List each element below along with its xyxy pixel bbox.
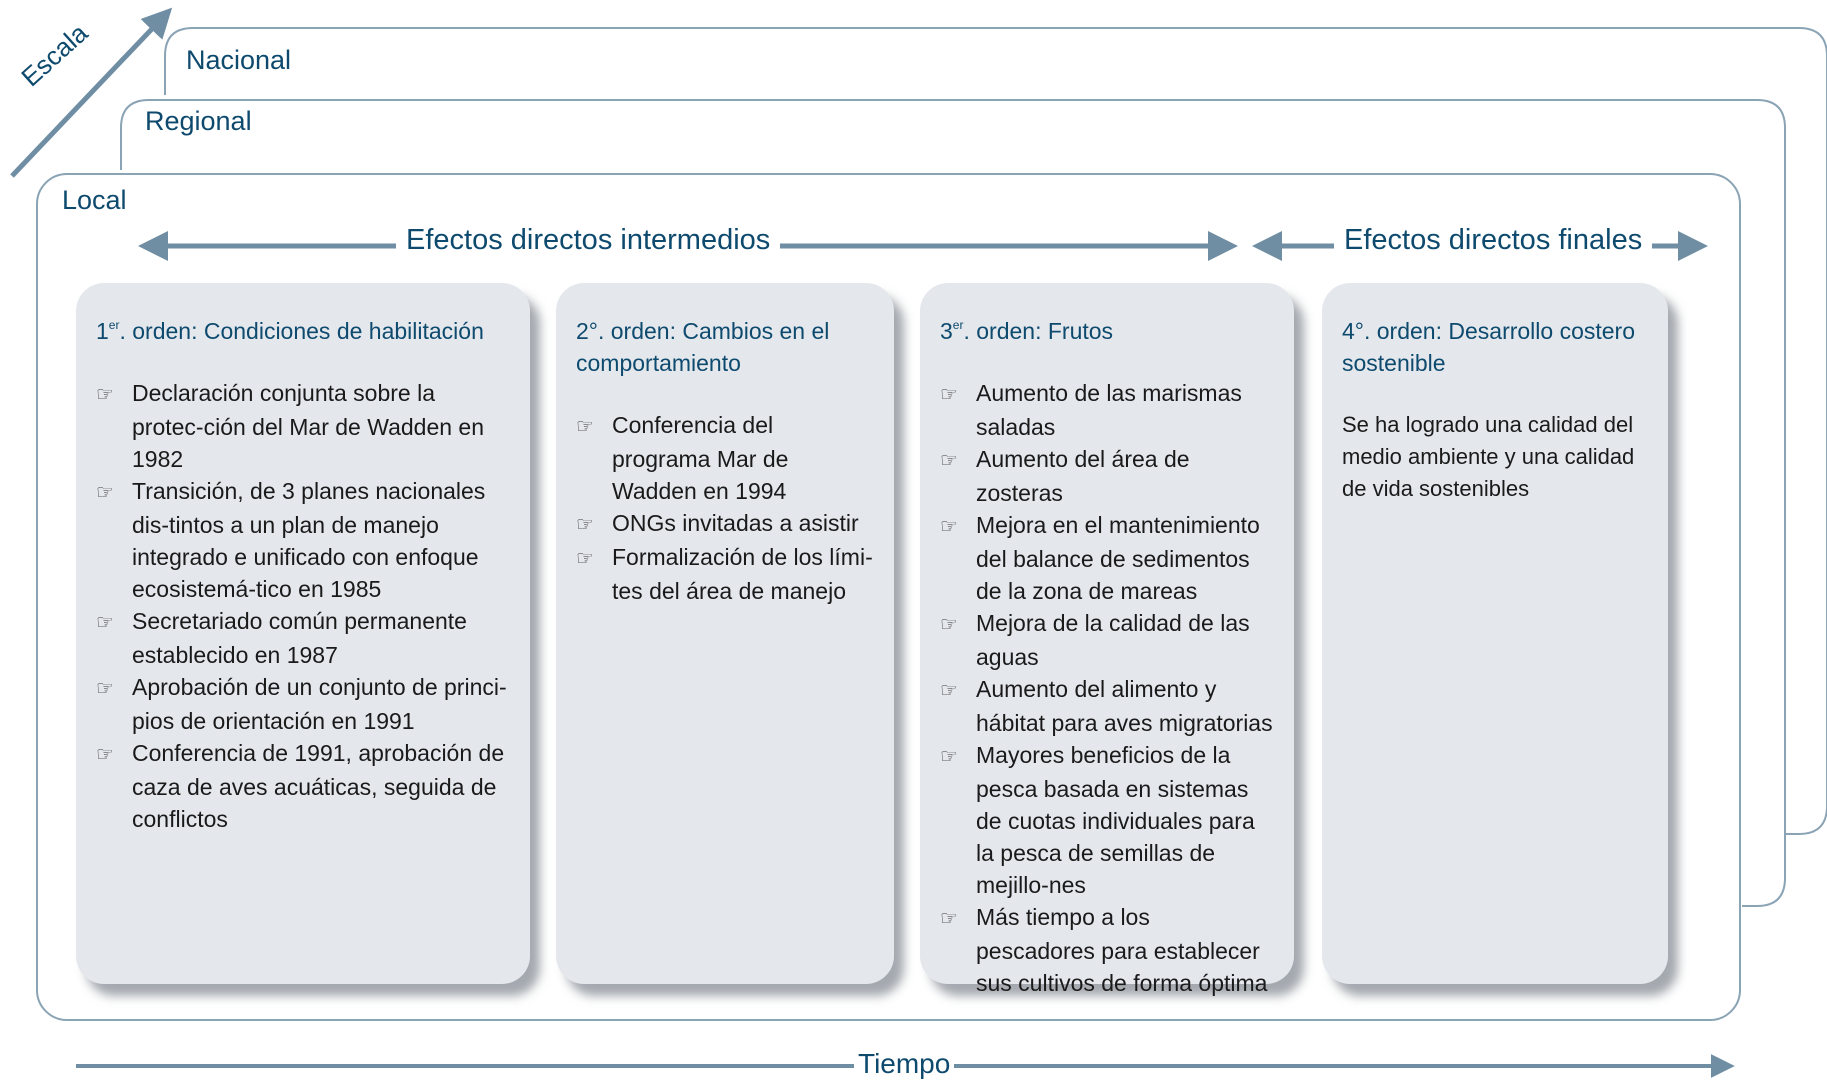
card-title: 2°. orden: Cambios en el comportamiento (576, 315, 874, 379)
pointing-hand-icon: ☞ (940, 516, 958, 538)
title-text: 4°. orden: Desarrollo costero sostenible (1342, 318, 1636, 376)
pointing-hand-icon: ☞ (940, 614, 958, 636)
title-number: 3 (940, 318, 953, 344)
title-superscript: er (108, 318, 120, 332)
pointing-hand-icon: ☞ (576, 548, 594, 570)
pointing-hand-icon: ☞ (96, 612, 114, 634)
list-item: ☞ Aprobación de un conjunto de princi-pio… (96, 671, 510, 737)
order-card-2: 2°. orden: Cambios en el comportamiento … (556, 283, 894, 984)
order-card-4: 4°. orden: Desarrollo costero sostenible… (1322, 283, 1668, 984)
list-item: ☞ Secretariado común permanente estableci… (96, 605, 510, 671)
list-item: ☞ Conferencia de 1991, aprobación de caza… (96, 737, 510, 835)
order-card-3: 3er. orden: Frutos ☞ Aumento de las maris… (920, 283, 1294, 996)
pointing-hand-icon: ☞ (96, 744, 114, 766)
title-superscript: er (952, 318, 964, 332)
final-effects-label: Efectos directos finales (1334, 224, 1653, 257)
list-item: ☞ Conferencia del programa Mar de Wadden … (576, 409, 874, 507)
card-item-list: ☞ Declaración conjunta sobre la protec-ci… (96, 377, 510, 835)
card-item-list: ☞ Conferencia del programa Mar de Wadden … (576, 409, 874, 607)
scale-arrow (10, 7, 173, 178)
list-item-text: Transición, de 3 planes nacionales dis-t… (132, 478, 486, 602)
level-label-local: Local (62, 185, 127, 215)
list-item-text: Formalización de los lími-tes del área d… (612, 544, 873, 604)
pointing-hand-icon: ☞ (940, 384, 958, 406)
level-label-national: Nacional (186, 45, 292, 75)
intermediate-effects-label: Efectos directos intermedios (396, 224, 781, 257)
pointing-hand-icon: ☞ (940, 450, 958, 472)
list-item: ☞ Más tiempo a los pescadores para establ… (940, 901, 1274, 999)
list-item-text: Aumento de las marismas saladas (976, 380, 1242, 440)
pointing-hand-icon: ☞ (576, 514, 594, 536)
pointing-hand-icon: ☞ (96, 482, 114, 504)
list-item: ☞ Transición, de 3 planes nacionales dis-… (96, 475, 510, 605)
regional-frame (120, 99, 1786, 907)
list-item: ☞ Formalización de los lími-tes del área … (576, 541, 874, 607)
list-item-text: Declaración conjunta sobre la protec-ció… (132, 380, 485, 472)
list-item-text: Aumento del área de zosteras (976, 446, 1190, 506)
pointing-hand-icon: ☞ (940, 746, 958, 768)
list-item-text: Mejora en el mantenimiento del balance d… (976, 512, 1260, 604)
list-item: ☞ Aumento del alimento y hábitat para ave… (940, 673, 1274, 739)
card-title: 4°. orden: Desarrollo costero sostenible (1342, 315, 1648, 379)
title-text: . orden: Frutos (963, 318, 1114, 344)
pointing-hand-icon: ☞ (940, 908, 958, 930)
local-frame (36, 173, 1741, 1021)
time-axis-label: Tiempo (854, 1048, 955, 1080)
list-item-text: Conferencia de 1991, aprobación de caza … (132, 740, 505, 832)
list-item-text: Más tiempo a los pescadores para estable… (976, 904, 1268, 996)
list-item: ☞ Aumento de las marismas saladas (940, 377, 1274, 443)
list-item-text: Conferencia del programa Mar de Wadden e… (612, 412, 789, 504)
pointing-hand-icon: ☞ (576, 416, 594, 438)
order-card-1: 1er. orden: Condiciones de habilitación … (76, 283, 530, 984)
pointing-hand-icon: ☞ (96, 384, 114, 406)
title-text: 2°. orden: Cambios en el comportamiento (576, 318, 830, 376)
list-item-text: Aprobación de un conjunto de princi-pios… (132, 674, 507, 734)
list-item-text: Mayores beneficios de la pesca basada en… (976, 742, 1255, 898)
list-item-text: ONGs invitadas a asistir (612, 510, 859, 536)
card-item-list: ☞ Aumento de las marismas saladas ☞ Aument… (940, 377, 1274, 999)
list-item: ☞ Mayores beneficios de la pesca basada e… (940, 739, 1274, 901)
list-item: ☞ Mejora de la calidad de las aguas (940, 607, 1274, 673)
list-item-text: Aumento del alimento y hábitat para aves… (976, 676, 1273, 736)
pointing-hand-icon: ☞ (940, 680, 958, 702)
list-item: ☞ Declaración conjunta sobre la protec-ci… (96, 377, 510, 475)
card-title: 3er. orden: Frutos (940, 315, 1274, 347)
list-item: ☞ Mejora en el mantenimiento del balance … (940, 509, 1274, 607)
list-item-text: Mejora de la calidad de las aguas (976, 610, 1250, 670)
card-body-text: Se ha logrado una calidad del medio ambi… (1342, 412, 1635, 501)
title-text: . orden: Condiciones de habilitación (119, 318, 484, 344)
list-item-text: Secretariado común permanente establecid… (132, 608, 467, 668)
card-title: 1er. orden: Condiciones de habilitación (96, 315, 510, 347)
title-number: 1 (96, 318, 109, 344)
list-item: ☞ ONGs invitadas a asistir (576, 507, 874, 541)
pointing-hand-icon: ☞ (96, 678, 114, 700)
list-item: ☞ Aumento del área de zosteras (940, 443, 1274, 509)
level-label-regional: Regional (145, 106, 252, 136)
